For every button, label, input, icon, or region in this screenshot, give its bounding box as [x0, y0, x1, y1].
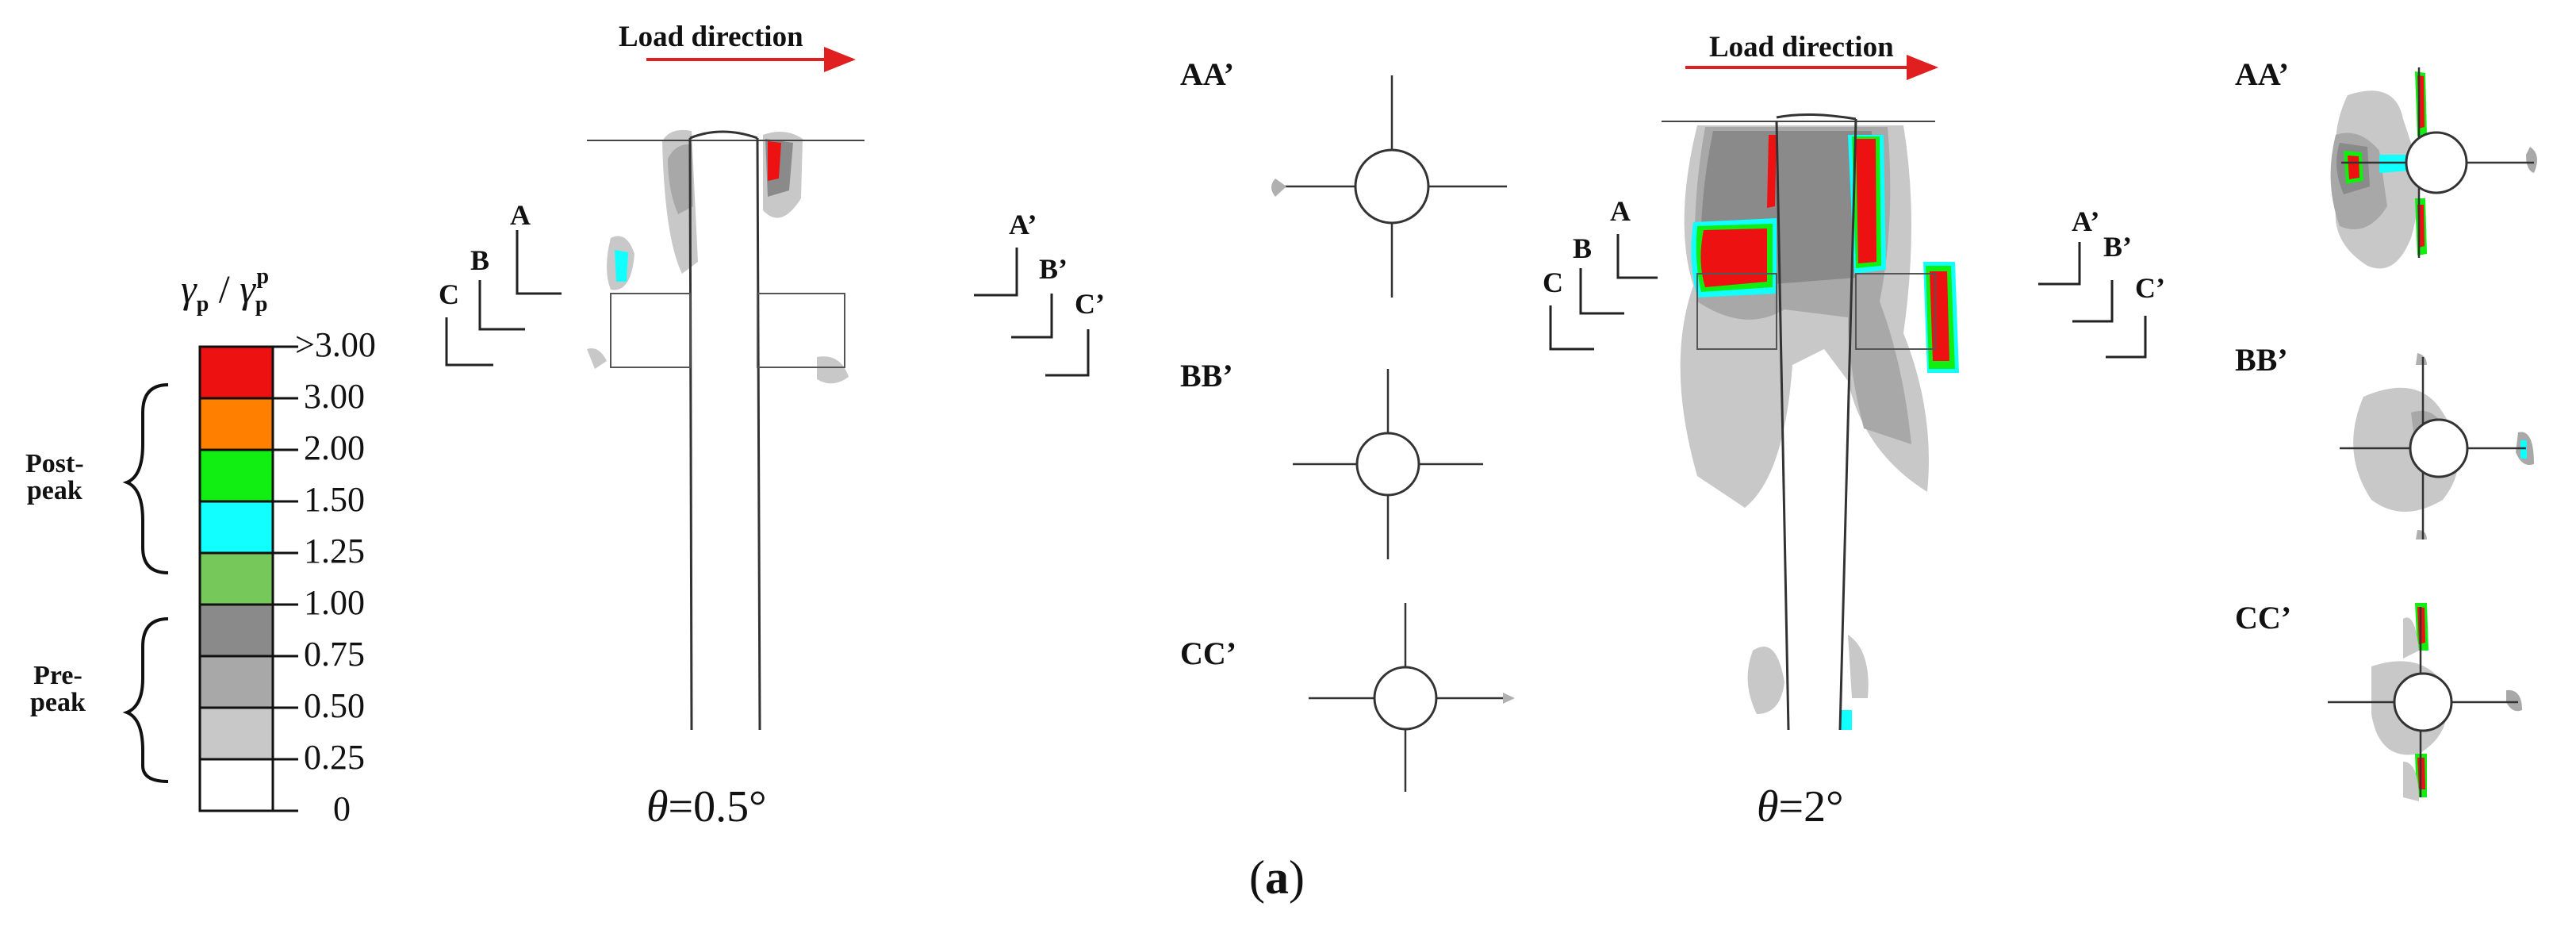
pile-2-top — [1776, 113, 1857, 121]
pile-2-fin-left — [1696, 273, 1777, 350]
panel-2-section-bb — [2340, 353, 2534, 539]
legend-colorbar — [198, 345, 298, 812]
section-title-aa-2: AA’ — [2235, 56, 2290, 92]
panel-2-strain-contours — [1680, 125, 1959, 730]
section-letter-c2-1: C’ — [1075, 288, 1105, 320]
pile-1-top — [689, 130, 758, 140]
panel-1-pile-view — [445, 47, 1090, 731]
legend-tick-label-1: 3.00 — [304, 377, 365, 416]
section-letter-b-1: B — [470, 244, 490, 276]
legend-bin-5 — [198, 603, 274, 658]
legend-title: γp / γpp — [181, 264, 270, 317]
pile-1-right — [756, 137, 761, 731]
pile-2-fin-right — [1855, 273, 1936, 350]
legend-group-post-peak: Post-peak — [25, 449, 84, 505]
theta-label-1: θ=0.5° — [646, 782, 767, 831]
pile-2-right — [1838, 118, 1857, 731]
legend-bin-1 — [198, 397, 274, 451]
section-letter-b2-2: B’ — [2103, 231, 2132, 263]
panel-1-section-cc — [1309, 603, 1515, 792]
legend-tick-label-2: 2.00 — [304, 428, 365, 467]
legend-bin-2 — [198, 448, 274, 503]
legend-tick-label-5: 1.00 — [304, 583, 365, 622]
panel-2-section-cc — [2328, 603, 2522, 801]
legend-bin-7 — [198, 706, 274, 761]
section-letter-a-1: A — [510, 199, 531, 231]
section-letter-b-2: B — [1573, 232, 1593, 264]
panel-1-strain-contours — [587, 129, 849, 384]
pile-1-fin-left — [610, 293, 691, 368]
legend-tick-label-0: >3.00 — [295, 325, 376, 364]
post-peak-bracket — [122, 383, 169, 574]
legend-bin-6 — [198, 655, 274, 709]
section-letter-c2-2: C’ — [2135, 272, 2165, 304]
legend-tick-label-8: 0.25 — [304, 738, 365, 777]
pre-peak-bracket — [122, 617, 169, 783]
section-letter-a2-1: A’ — [1009, 209, 1037, 240]
section-title-aa-1: AA’ — [1180, 56, 1235, 92]
legend-bin-4 — [198, 551, 274, 606]
legend-group-pre-peak: Pre-peak — [30, 661, 86, 717]
pile-2-left — [1775, 120, 1790, 731]
pile-1-left — [688, 137, 693, 731]
panel-2-pile-view — [1549, 55, 2147, 731]
section-title-bb-1: BB’ — [1180, 358, 1233, 394]
section-letter-b2-1: B’ — [1039, 253, 1068, 285]
section-letter-a2-2: A’ — [2072, 205, 2100, 237]
load-direction-label-1: Load direction — [619, 21, 803, 53]
legend-bin-0 — [198, 345, 274, 400]
load-direction-label-2: Load direction — [1709, 31, 1894, 63]
legend-tick-label-4: 1.25 — [304, 532, 365, 570]
section-title-bb-2: BB’ — [2235, 342, 2288, 378]
legend-bin-3 — [198, 500, 274, 555]
legend-tick-label-9: 0 — [333, 789, 351, 828]
legend-bin-8 — [198, 758, 274, 812]
section-title-cc-1: CC’ — [1180, 635, 1237, 671]
section-letter-a-2: A — [1610, 195, 1631, 227]
section-letter-c-1: C — [439, 278, 459, 310]
section-letter-c-2: C — [1543, 267, 1563, 298]
section-title-cc-2: CC’ — [2235, 600, 2292, 635]
panel-2-section-aa — [2330, 67, 2537, 269]
legend-tick-label-7: 0.50 — [304, 686, 365, 725]
panel-1-section-bb — [1293, 369, 1483, 559]
theta-label-2: θ=2° — [1757, 782, 1844, 831]
pile-1-fin-right — [757, 293, 845, 368]
figure-caption: (a) — [1249, 851, 1305, 904]
panel-1-section-aa — [1271, 75, 1507, 298]
legend-tick-label-3: 1.50 — [304, 480, 365, 519]
legend-tick-label-6: 0.75 — [304, 635, 365, 674]
